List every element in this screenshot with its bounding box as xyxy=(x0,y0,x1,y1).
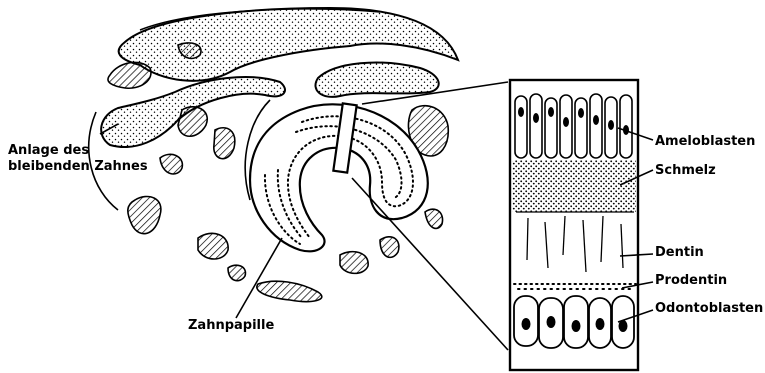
enamel-layer xyxy=(512,160,636,212)
label-bleibend-line2: bleibenden Zahnes xyxy=(8,159,148,175)
dental-lamina xyxy=(315,63,438,97)
histology-inset xyxy=(510,80,638,370)
label-odontoblasten: Odontoblasten xyxy=(655,301,763,317)
label-zahnpapille: Zahnpapille xyxy=(188,318,274,334)
zoom-line-bottom xyxy=(352,178,508,350)
label-ameloblasten: Ameloblasten xyxy=(655,134,755,150)
label-bleibend-line1: Anlage des xyxy=(8,143,89,159)
label-prodentin: Prodentin xyxy=(655,273,727,289)
label-dentin: Dentin xyxy=(655,245,704,261)
label-schmelz: Schmelz xyxy=(655,163,716,179)
